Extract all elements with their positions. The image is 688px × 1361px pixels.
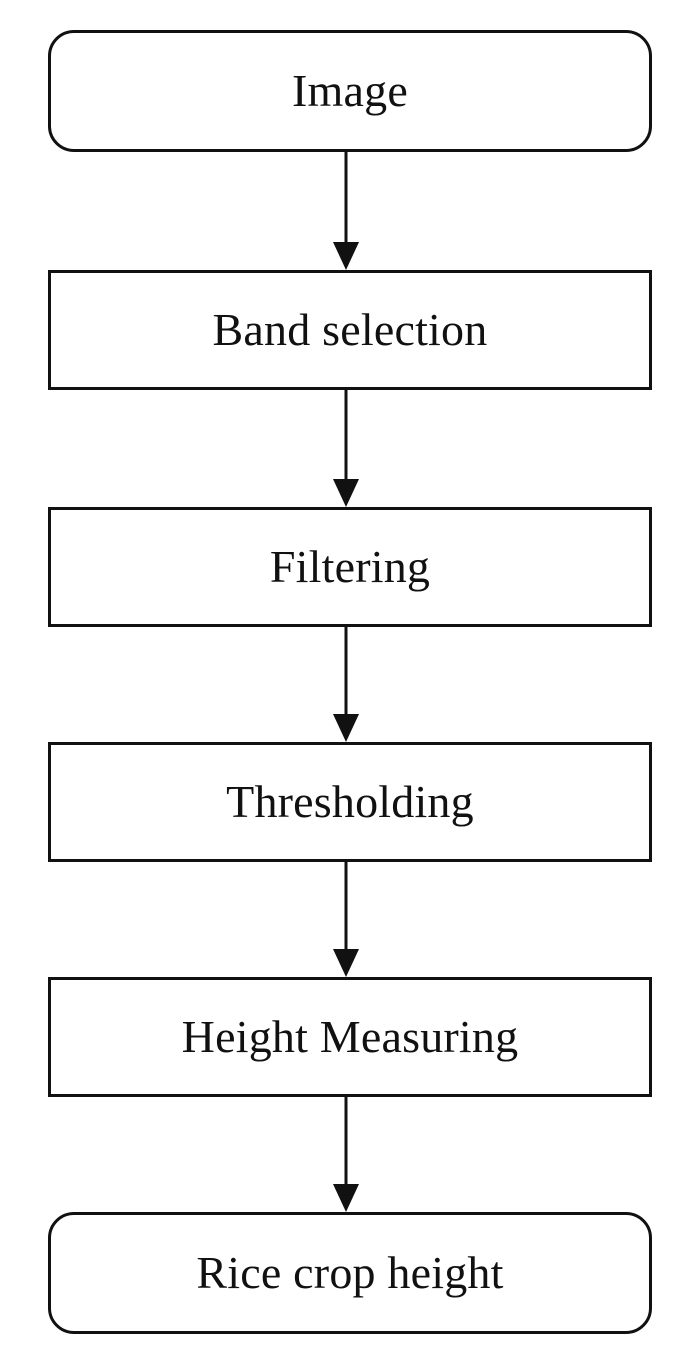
step-label: Height Measuring [181,1011,519,1062]
step-band-selection: Band selection [48,270,652,390]
step-label: Thresholding [226,776,474,827]
step-label: Image [292,65,408,116]
arrow-filtering-to-thresholding [333,627,359,742]
arrow-thresholding-to-height-measuring [333,862,359,977]
arrow-image-to-band-selection [333,152,359,270]
step-height-measuring: Height Measuring [48,977,652,1097]
arrow-band-selection-to-filtering [333,390,359,507]
step-label: Filtering [269,541,431,592]
step-image: Image [48,30,652,152]
step-filtering: Filtering [48,507,652,627]
arrow-height-measuring-to-rice-crop-height [333,1097,359,1212]
step-rice-crop-height: Rice crop height [48,1212,652,1334]
step-label: Rice crop height [196,1247,504,1298]
step-thresholding: Thresholding [48,742,652,862]
step-label: Band selection [212,304,488,355]
